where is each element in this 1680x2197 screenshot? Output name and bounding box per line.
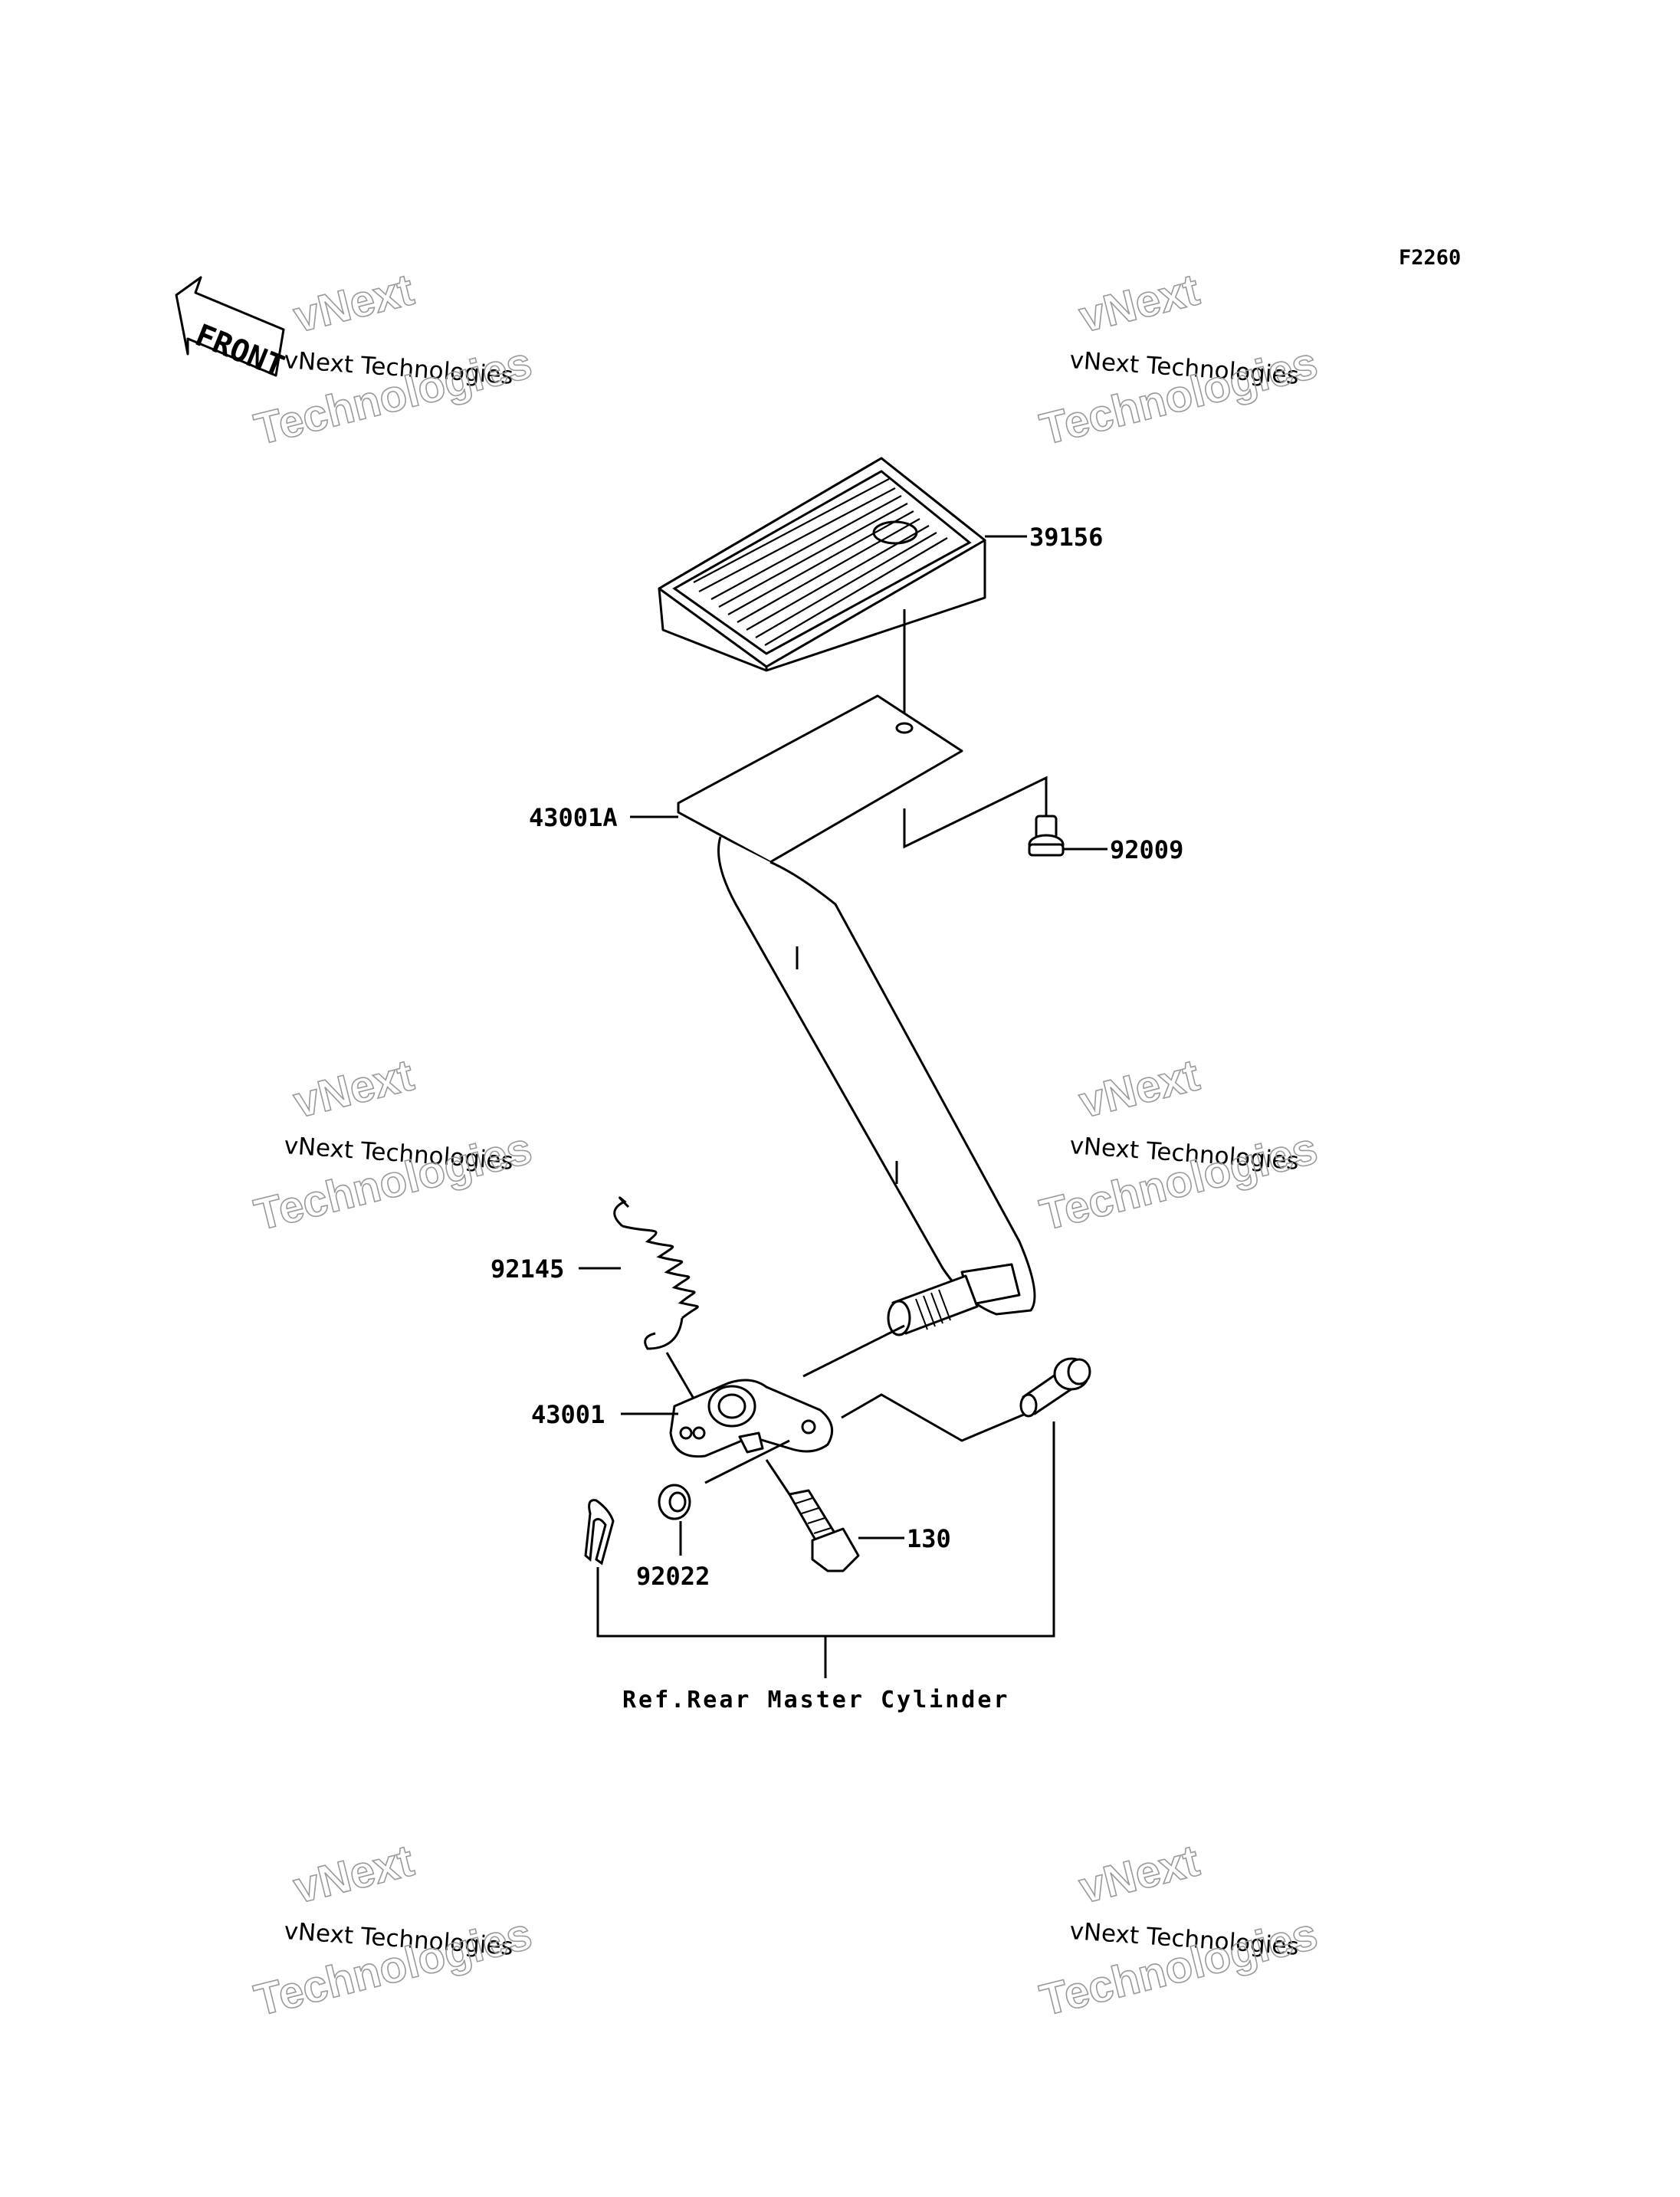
part-label-92022: 92022	[636, 1562, 710, 1591]
watermark-6: vNext vNext Technologies Technologies	[1035, 1835, 1323, 2026]
svg-text:vNext: vNext	[1075, 1835, 1204, 1913]
lever-43001	[669, 1379, 834, 1458]
bolt-130	[788, 1489, 860, 1572]
part-label-130: 130	[907, 1524, 951, 1553]
part-label-39156: 39156	[1029, 523, 1103, 552]
watermark-1: vNext vNext Technologies Technologies	[249, 264, 537, 455]
figure-code: F2260	[1399, 246, 1461, 270]
part-label-92145: 92145	[491, 1254, 564, 1284]
svg-text:vNext: vNext	[289, 1835, 418, 1913]
cotter-pin	[584, 1499, 615, 1566]
bolt-92009	[1028, 815, 1065, 857]
clevis-pin	[1019, 1357, 1091, 1418]
part-label-43001: 43001	[531, 1400, 605, 1429]
watermark-3: vNext vNext Technologies Technologies	[249, 1049, 537, 1241]
svg-text:vNext: vNext	[289, 1050, 418, 1127]
svg-text:vNext: vNext	[1075, 264, 1204, 342]
part-label-43001A: 43001A	[529, 803, 618, 832]
rubber-pad-39156	[658, 457, 986, 672]
front-arrow-icon: FRONT	[175, 276, 289, 385]
svg-text:vNext: vNext	[1075, 1050, 1204, 1127]
watermark-2: vNext vNext Technologies Technologies	[1035, 264, 1323, 455]
washer-92022	[658, 1484, 691, 1520]
svg-text:vNext: vNext	[289, 264, 418, 342]
brake-pedal-43001A	[677, 694, 1036, 1336]
reference-label: Ref.Rear Master Cylinder	[622, 1687, 1009, 1713]
spring-92145	[613, 1196, 699, 1350]
watermark-5: vNext vNext Technologies Technologies	[249, 1835, 537, 2026]
part-label-92009: 92009	[1110, 835, 1183, 864]
watermark-4: vNext vNext Technologies Technologies	[1035, 1049, 1323, 1241]
